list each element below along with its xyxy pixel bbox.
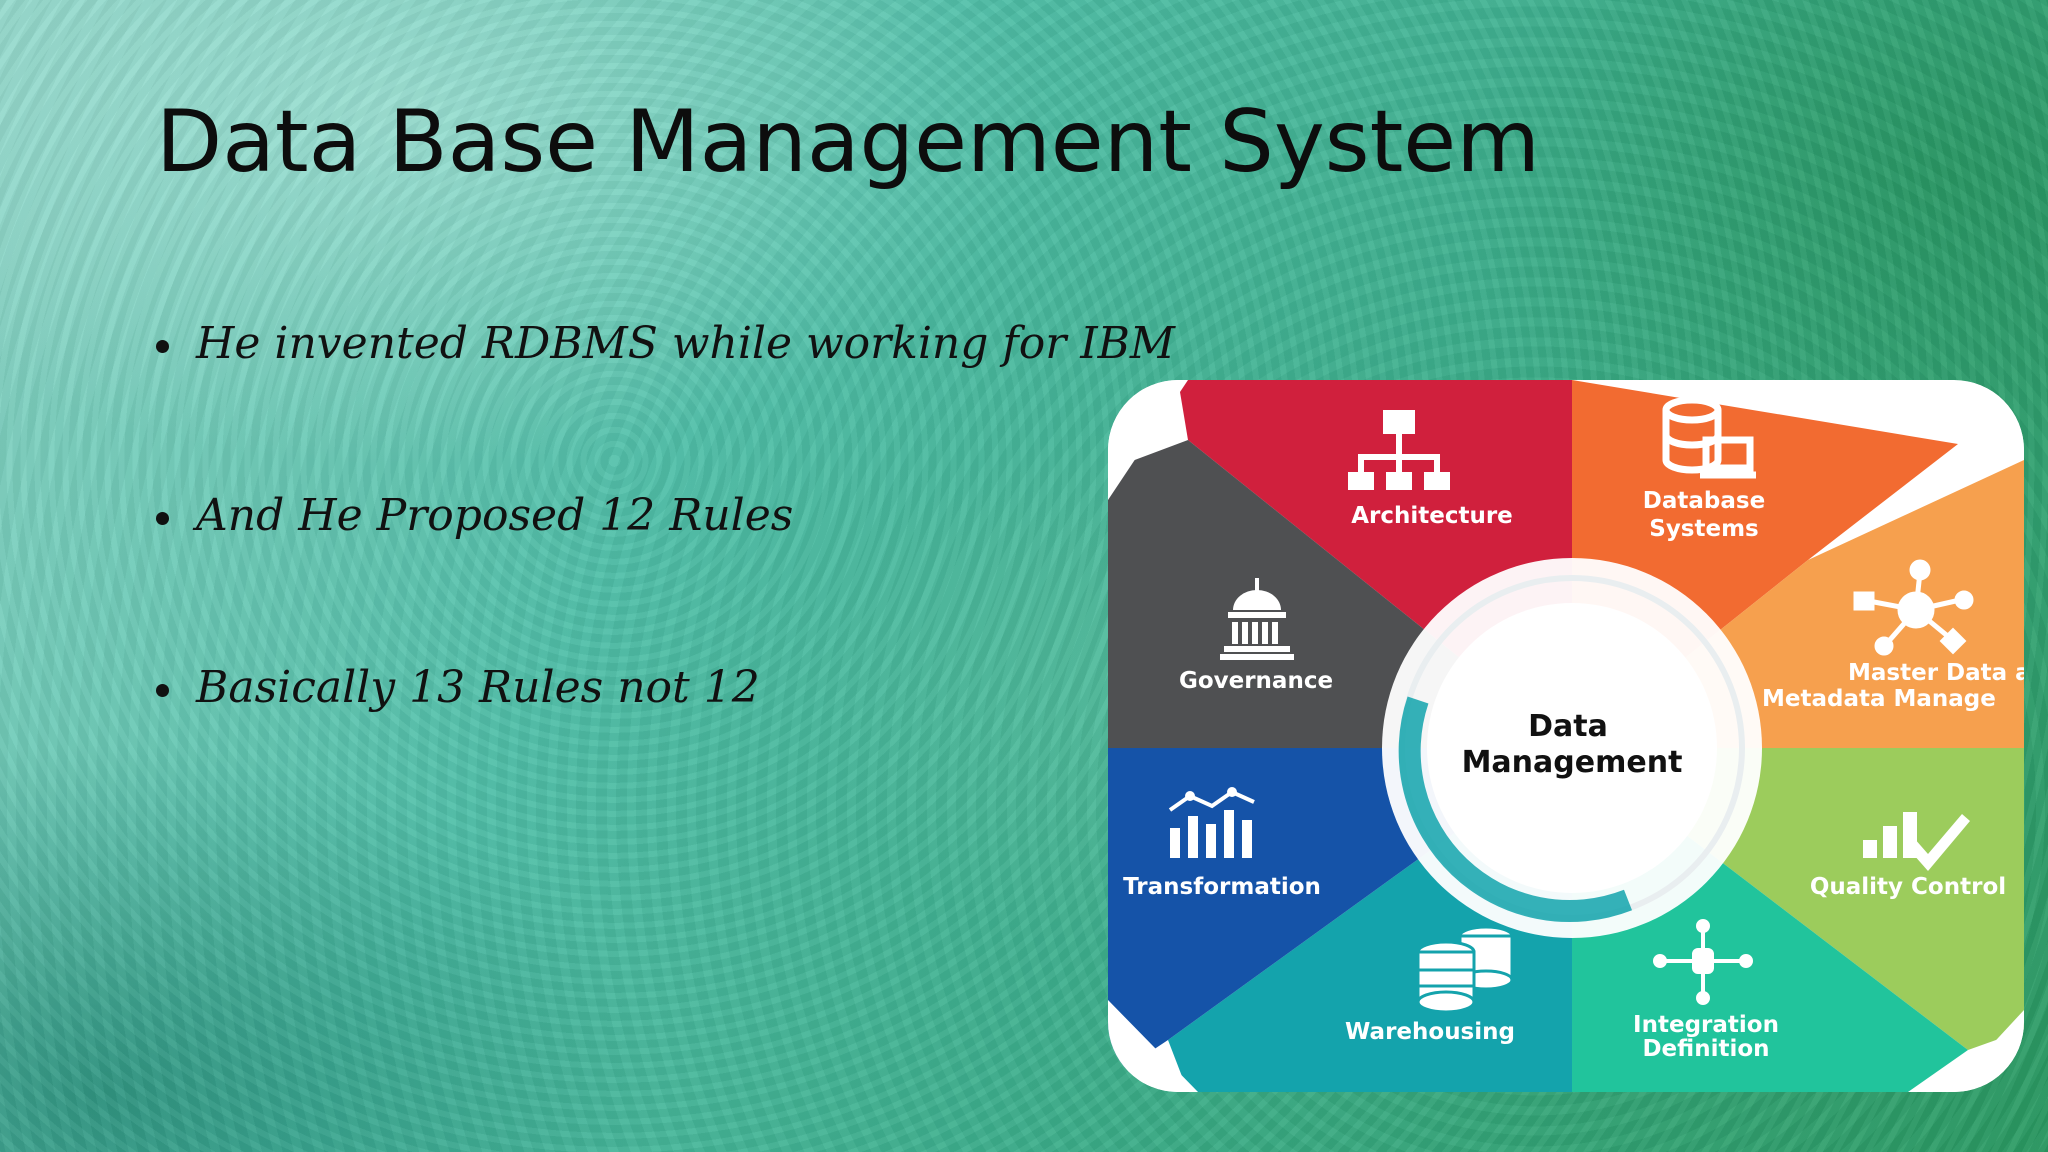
capitol-building-icon [1220, 578, 1294, 660]
label-quality: Quality Control [1810, 874, 2006, 900]
center-title-line1: Data [1528, 709, 1608, 744]
center-circle [1427, 603, 1717, 893]
data-management-diagram: Data Management Architecture Database Sy… [1108, 380, 2024, 1092]
database-stack-icon [1416, 925, 1514, 1014]
diagram-svg: Data Management Architecture Database Sy… [1108, 380, 2024, 1092]
center-ring-arc [1398, 696, 1633, 922]
bullet-text: Basically 13 Rules not 12 [196, 662, 760, 713]
label-governance: Governance [1179, 668, 1333, 694]
bullet-list: He invented RDBMS while working for IBM … [156, 318, 1175, 834]
integration-node-icon [1653, 919, 1753, 1005]
label-database-line1: Database [1643, 488, 1765, 514]
database-laptop-icon [1662, 396, 1756, 479]
bullet-dot [156, 684, 169, 697]
bar-check-icon [1863, 812, 1970, 871]
bullet-dot [156, 512, 169, 525]
network-nodes-icon [1853, 559, 1974, 656]
bullet-item: He invented RDBMS while working for IBM [156, 318, 1175, 490]
center-title-line2: Management [1462, 745, 1683, 780]
bar-chart-trend-icon [1168, 787, 1255, 858]
bullet-item: Basically 13 Rules not 12 [156, 662, 1175, 834]
bullet-item: And He Proposed 12 Rules [156, 490, 1175, 662]
bullet-text: And He Proposed 12 Rules [196, 490, 794, 541]
label-integration-line2: Definition [1642, 1036, 1769, 1062]
bullet-text: He invented RDBMS while working for IBM [196, 318, 1175, 369]
label-warehousing: Warehousing [1345, 1019, 1515, 1045]
slide-title: Data Base Management System [156, 92, 1540, 192]
label-master-line2: Metadata Manage [1762, 686, 1996, 712]
label-architecture: Architecture [1351, 503, 1513, 529]
label-transformation: Transformation [1123, 874, 1321, 900]
org-chart-icon [1348, 410, 1450, 490]
label-database-line2: Systems [1649, 516, 1759, 542]
bullet-dot [156, 340, 169, 353]
label-integration-line1: Integration [1633, 1012, 1779, 1038]
label-master-line1: Master Data an [1848, 660, 2024, 686]
